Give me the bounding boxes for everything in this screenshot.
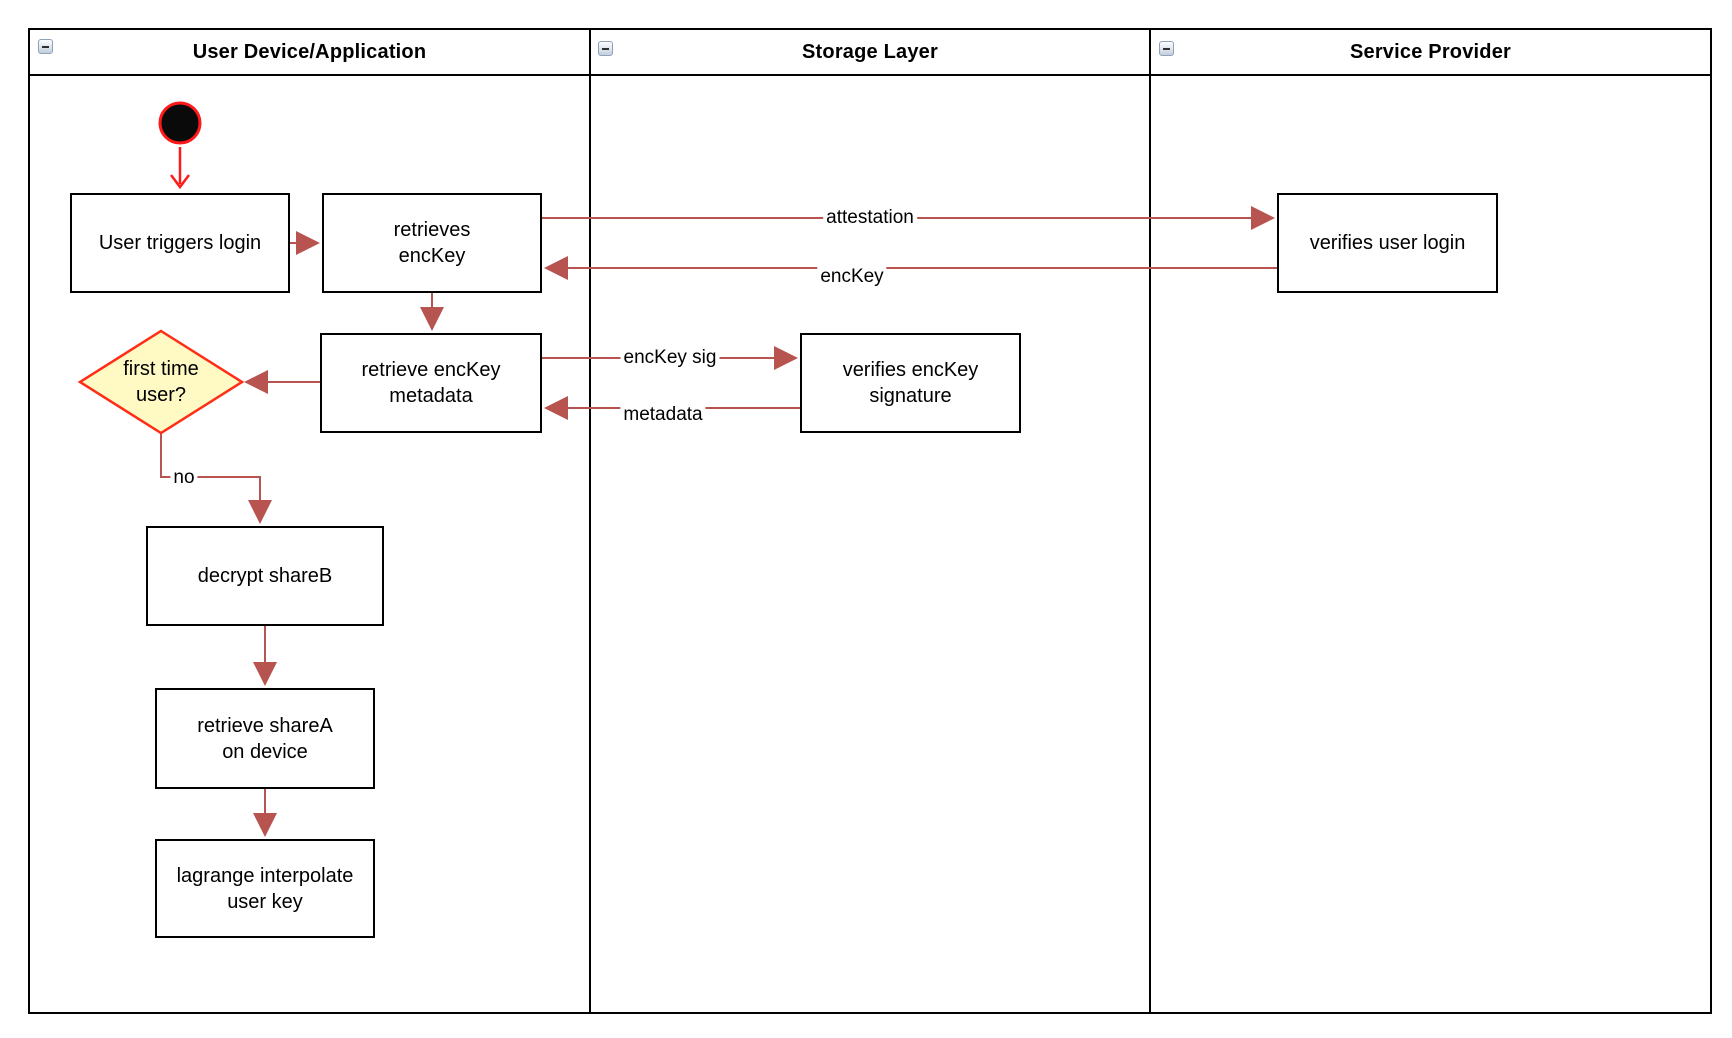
node-label: retrieve encKey metadata — [361, 359, 501, 407]
start-node[interactable] — [158, 101, 202, 145]
node-lagrange-interpolate[interactable]: lagrange interpolate user key — [155, 839, 375, 938]
node-label: lagrange interpolate user key — [176, 864, 354, 913]
node-label: decrypt shareB — [197, 565, 333, 587]
lane-divider-2 — [1149, 30, 1151, 1012]
lane-title-service-provider: Service Provider — [1349, 40, 1512, 63]
lane-title-user-device: User Device/Application — [192, 40, 427, 63]
node-verifies-user-login[interactable]: verifies user login — [1277, 193, 1498, 293]
lane-header-underline — [30, 74, 1710, 76]
lane2-collapse-button[interactable] — [598, 41, 613, 56]
node-retrieve-sharea[interactable]: retrieve shareA on device — [155, 688, 375, 789]
edge-label-attestation: attestation — [823, 207, 917, 229]
node-label: retrieves encKey — [393, 219, 471, 267]
edge-label-metadata: metadata — [620, 404, 706, 426]
node-label: verifies user login — [1309, 232, 1466, 254]
node-label: User triggers login — [98, 232, 262, 254]
lane-title-storage-layer: Storage Layer — [802, 40, 938, 63]
minus-icon — [602, 47, 609, 50]
minus-icon — [1163, 47, 1170, 50]
node-user-triggers-login[interactable]: User triggers login — [70, 193, 290, 293]
lane-divider-1 — [589, 30, 591, 1012]
node-retrieves-enckey[interactable]: retrieves encKey — [322, 193, 542, 293]
edge-label-no: no — [170, 467, 198, 489]
node-decrypt-shareb[interactable]: decrypt shareB — [146, 526, 384, 626]
edge-label-enckey-sig: encKey sig — [620, 347, 720, 369]
decision-label-first-time-user: first time user? — [123, 358, 199, 406]
open-arrowhead-icon — [170, 174, 190, 190]
lane3-collapse-button[interactable] — [1159, 41, 1174, 56]
node-label: retrieve shareA on device — [197, 714, 333, 763]
node-label: verifies encKey signature — [842, 359, 979, 407]
edge-label-enckey: encKey — [817, 266, 887, 288]
minus-icon — [42, 45, 49, 48]
lane1-collapse-button[interactable] — [38, 39, 53, 54]
edge-no-to-decrypt-shareb[interactable] — [160, 433, 272, 524]
node-retrieve-enckey-metadata[interactable]: retrieve encKey metadata — [320, 333, 542, 433]
decision-diamond[interactable] — [77, 329, 245, 435]
node-verifies-enckey-signature[interactable]: verifies encKey signature — [800, 333, 1021, 433]
